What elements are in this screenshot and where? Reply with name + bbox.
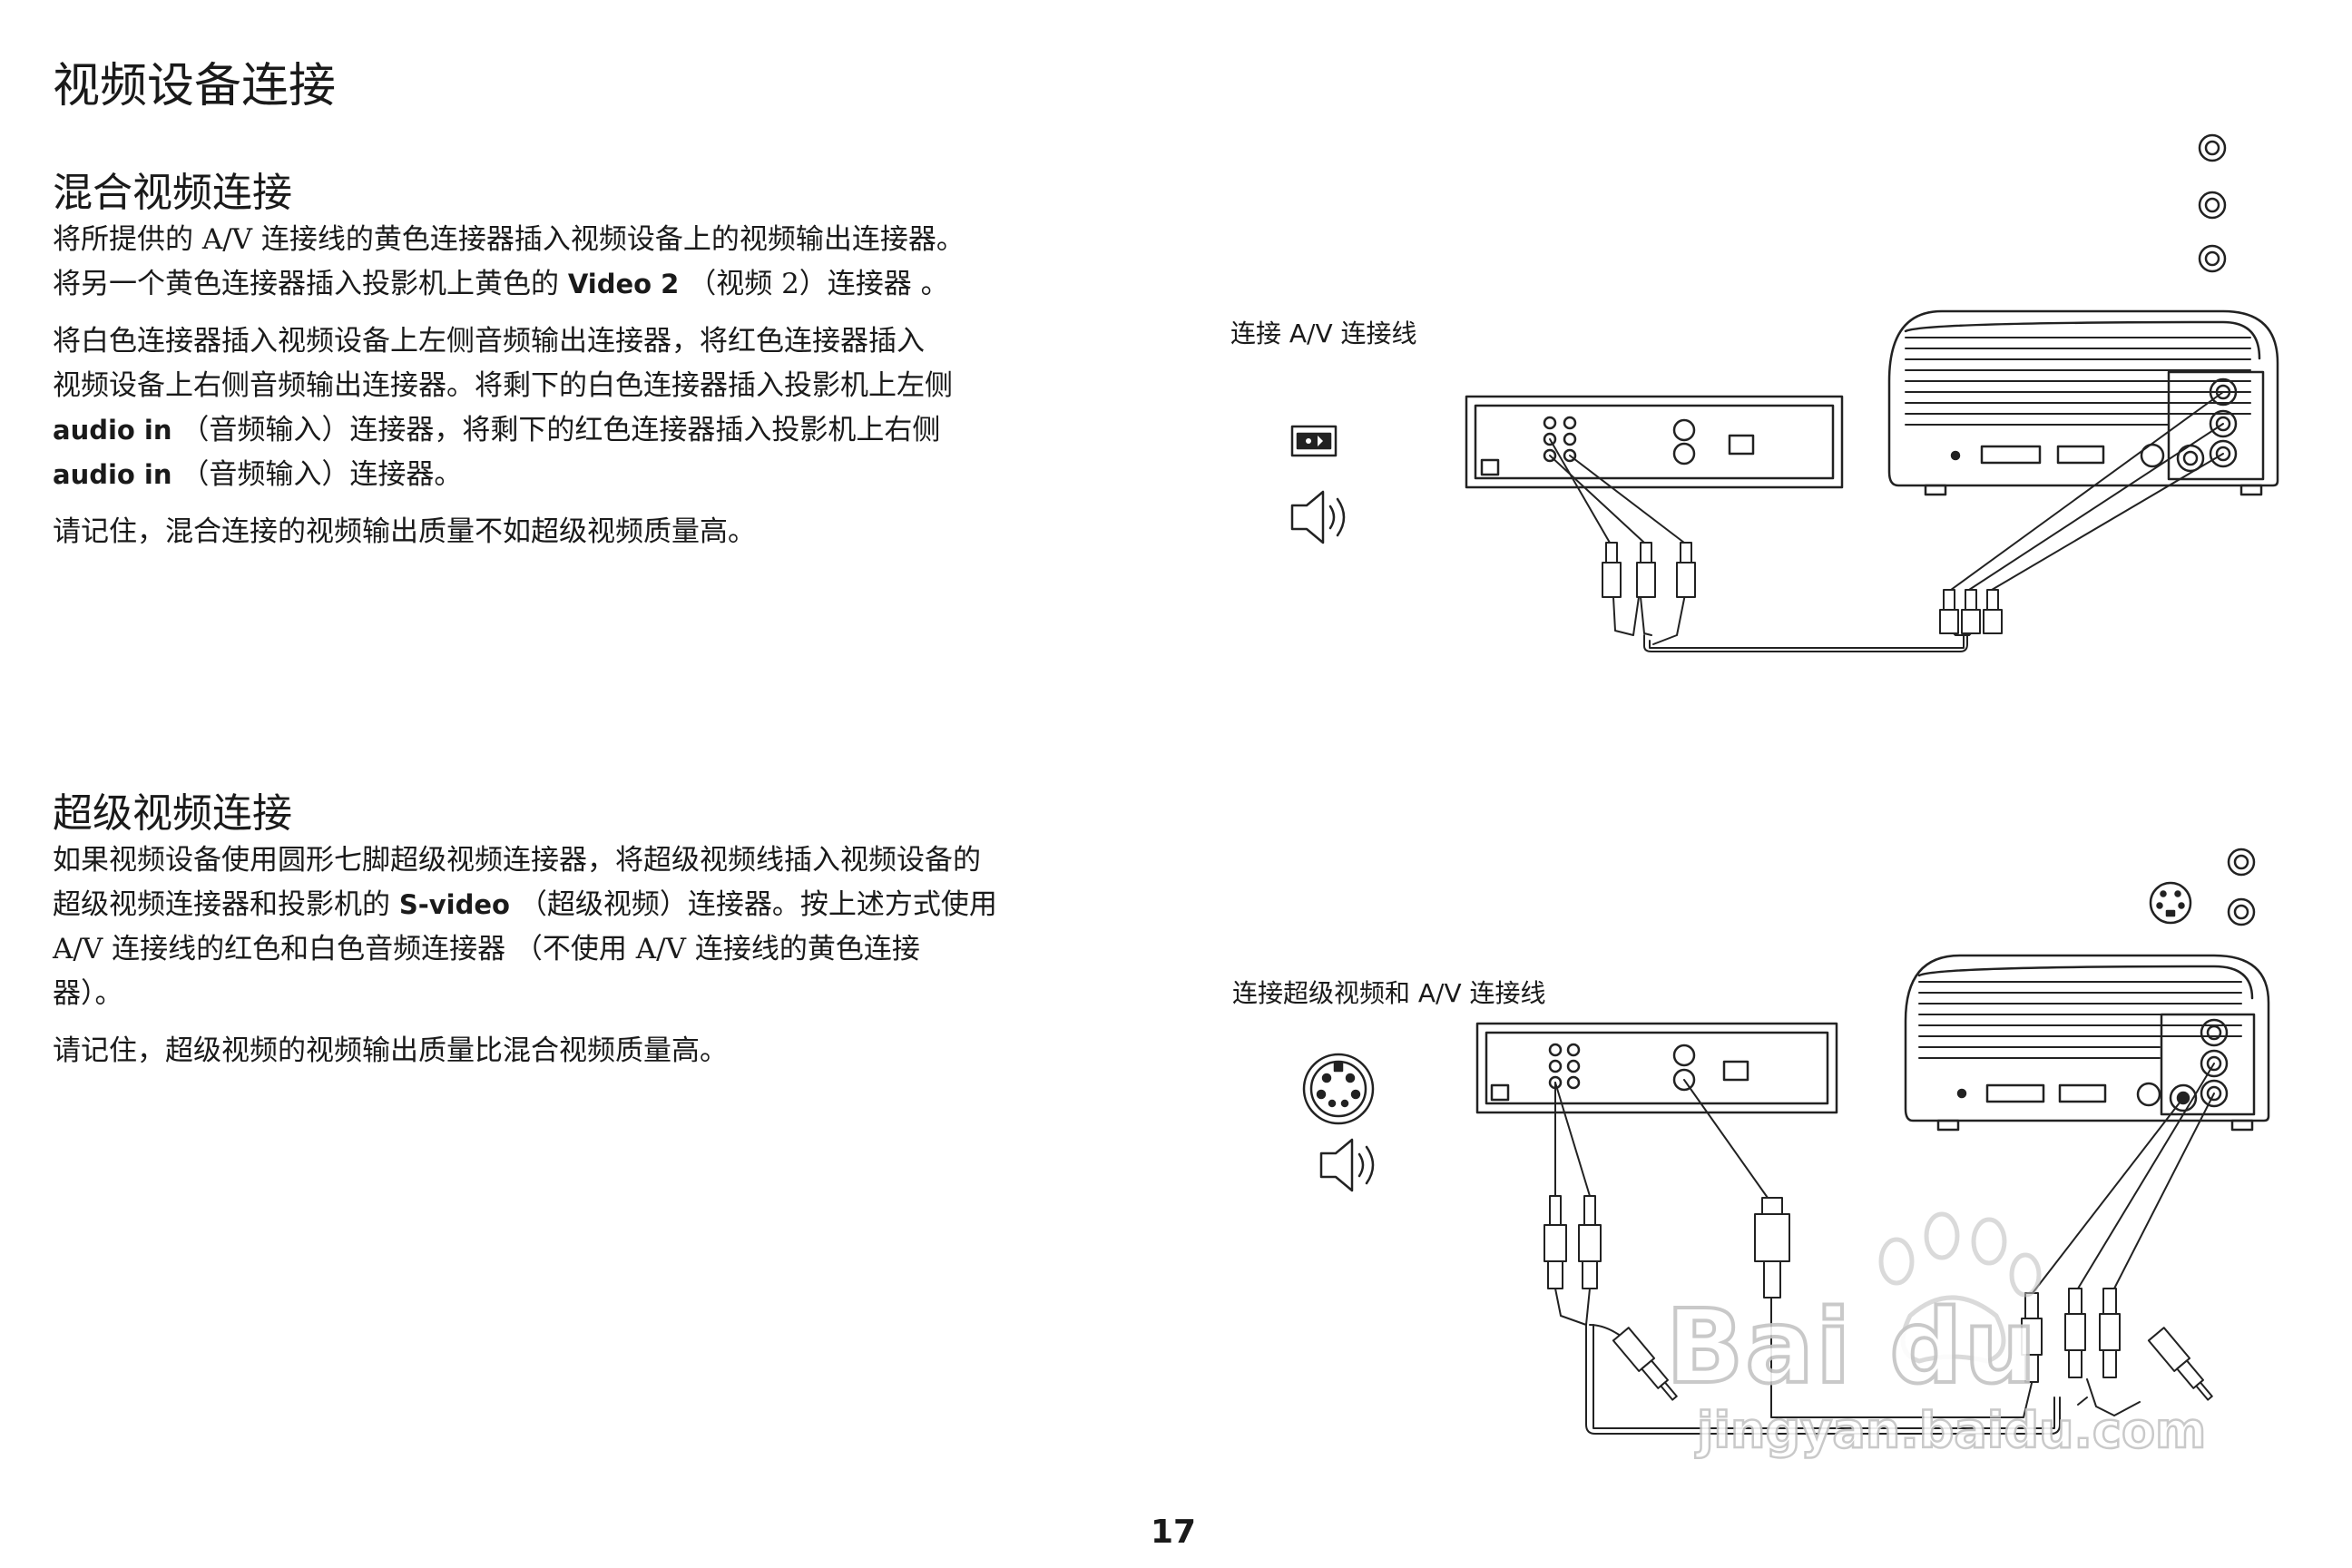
svideo-body: 如果视频设备使用圆形七脚超级视频连接器，将超级视频线插入视频设备的 超级视频连接… <box>53 838 1142 1086</box>
svideo-p1-line-2-head: 超级视频连接器和投影机的 <box>53 888 390 921</box>
video-device <box>1465 395 1844 489</box>
svideo-p1-line-2: 超级视频连接器和投影机的 S-video （超级视频）连接器。按上述方式使用 <box>53 883 1142 927</box>
composite-p2-line-4-tail: （音频输入）连接器。 <box>181 458 463 491</box>
speaker-icon <box>1319 1138 1375 1192</box>
speaker-icon <box>1290 490 1346 544</box>
svideo-p1-line-3: A/V 连接线的红色和白色音频连接器 （不使用 A/V 连接线的黄色连接 <box>53 933 920 965</box>
svideo-plug <box>1754 1197 1790 1298</box>
av-cable <box>1554 1063 2215 1435</box>
composite-p3-line: 请记住，混合连接的视频输出质量不如超级视频质量高。 <box>53 515 756 548</box>
svideo-p1-line-4: 器）。 <box>53 977 123 1010</box>
svideo-icon <box>1302 1053 1375 1125</box>
svideo-jack-icon <box>2149 881 2192 925</box>
composite-p1-line-2-tail: （视频 2）连接器 。 <box>688 268 949 300</box>
audio-in-label: audio in <box>53 415 172 446</box>
composite-figure-caption: 连接 A/V 连接线 <box>1230 318 1417 348</box>
baidu-url-text: jingyan.baidu.com <box>1696 1401 2208 1461</box>
rca-plug <box>1602 542 2003 634</box>
video2-label: Video 2 <box>567 269 680 299</box>
composite-paragraph-3: 请记住，混合连接的视频输出质量不如超级视频质量高。 <box>53 510 1142 554</box>
composite-p2-line-1: 将白色连接器插入视频设备上左侧音频输出连接器，将红色连接器插入 <box>53 325 925 358</box>
svideo-p1-line-2-tail: （超级视频）连接器。按上述方式使用 <box>518 888 997 921</box>
video-device <box>1475 1022 1838 1114</box>
video-icon <box>1290 425 1338 457</box>
svideo-p1-line-1: 如果视频设备使用圆形七脚超级视频连接器，将超级视频线插入视频设备的 <box>53 844 981 877</box>
composite-p1-line-1: 将所提供的 A/V 连接线的黄色连接器插入视频设备上的视频输出连接器。 <box>53 223 965 256</box>
composite-p2-line-3: audio in （音频输入）连接器，将剩下的红色连接器插入投影机上右侧 <box>53 408 1142 453</box>
audio-in-label: audio in <box>53 459 172 490</box>
composite-paragraph-2: 将白色连接器插入视频设备上左侧音频输出连接器，将红色连接器插入 视频设备上右侧音… <box>53 319 1142 497</box>
section-heading-composite: 混合视频连接 <box>53 170 292 216</box>
svideo-figure-caption: 连接超级视频和 A/V 连接线 <box>1232 978 1546 1008</box>
projector <box>1904 954 2270 1132</box>
av-cable <box>1549 391 2224 652</box>
composite-p2-line-3-tail: （音频输入）连接器，将剩下的红色连接器插入投影机上右侧 <box>181 414 941 446</box>
rca-jack-icon <box>2198 133 2227 273</box>
svideo-p2-line: 请记住，超级视频的视频输出质量比混合视频质量高。 <box>53 1034 728 1067</box>
page-title: 视频设备连接 <box>53 59 337 113</box>
rca-plug <box>1544 1195 2213 1401</box>
composite-diagram <box>1290 133 2279 652</box>
svideo-diagram <box>1302 848 2270 1435</box>
composite-p1-line-2: 将另一个黄色连接器插入投影机上黄色的 Video 2 （视频 2）连接器 。 <box>53 262 1142 307</box>
composite-p2-line-4: audio in （音频输入）连接器。 <box>53 453 1142 497</box>
baidu-watermark <box>1878 1211 2042 1364</box>
rca-jack-icon <box>2227 848 2256 926</box>
svideo-paragraph-1: 如果视频设备使用圆形七脚超级视频连接器，将超级视频线插入视频设备的 超级视频连接… <box>53 838 1142 1016</box>
section-heading-svideo: 超级视频连接 <box>53 790 292 837</box>
composite-p1-line-2-text: 将另一个黄色连接器插入投影机上黄色的 <box>53 268 559 300</box>
composite-p2-line-2: 视频设备上右侧音频输出连接器。将剩下的白色连接器插入投影机上左侧 <box>53 369 953 402</box>
page-number: 17 <box>1151 1514 1197 1551</box>
s-video-label: S-video <box>398 889 510 920</box>
composite-paragraph-1: 将所提供的 A/V 连接线的黄色连接器插入视频设备上的视频输出连接器。 将另一个… <box>53 218 1142 307</box>
baidu-logo-text: Bai du <box>1664 1287 2039 1408</box>
composite-body: 将所提供的 A/V 连接线的黄色连接器插入视频设备上的视频输出连接器。 将另一个… <box>53 218 1142 567</box>
projector <box>1887 309 2279 496</box>
svideo-paragraph-2: 请记住，超级视频的视频输出质量比混合视频质量高。 <box>53 1029 1142 1073</box>
